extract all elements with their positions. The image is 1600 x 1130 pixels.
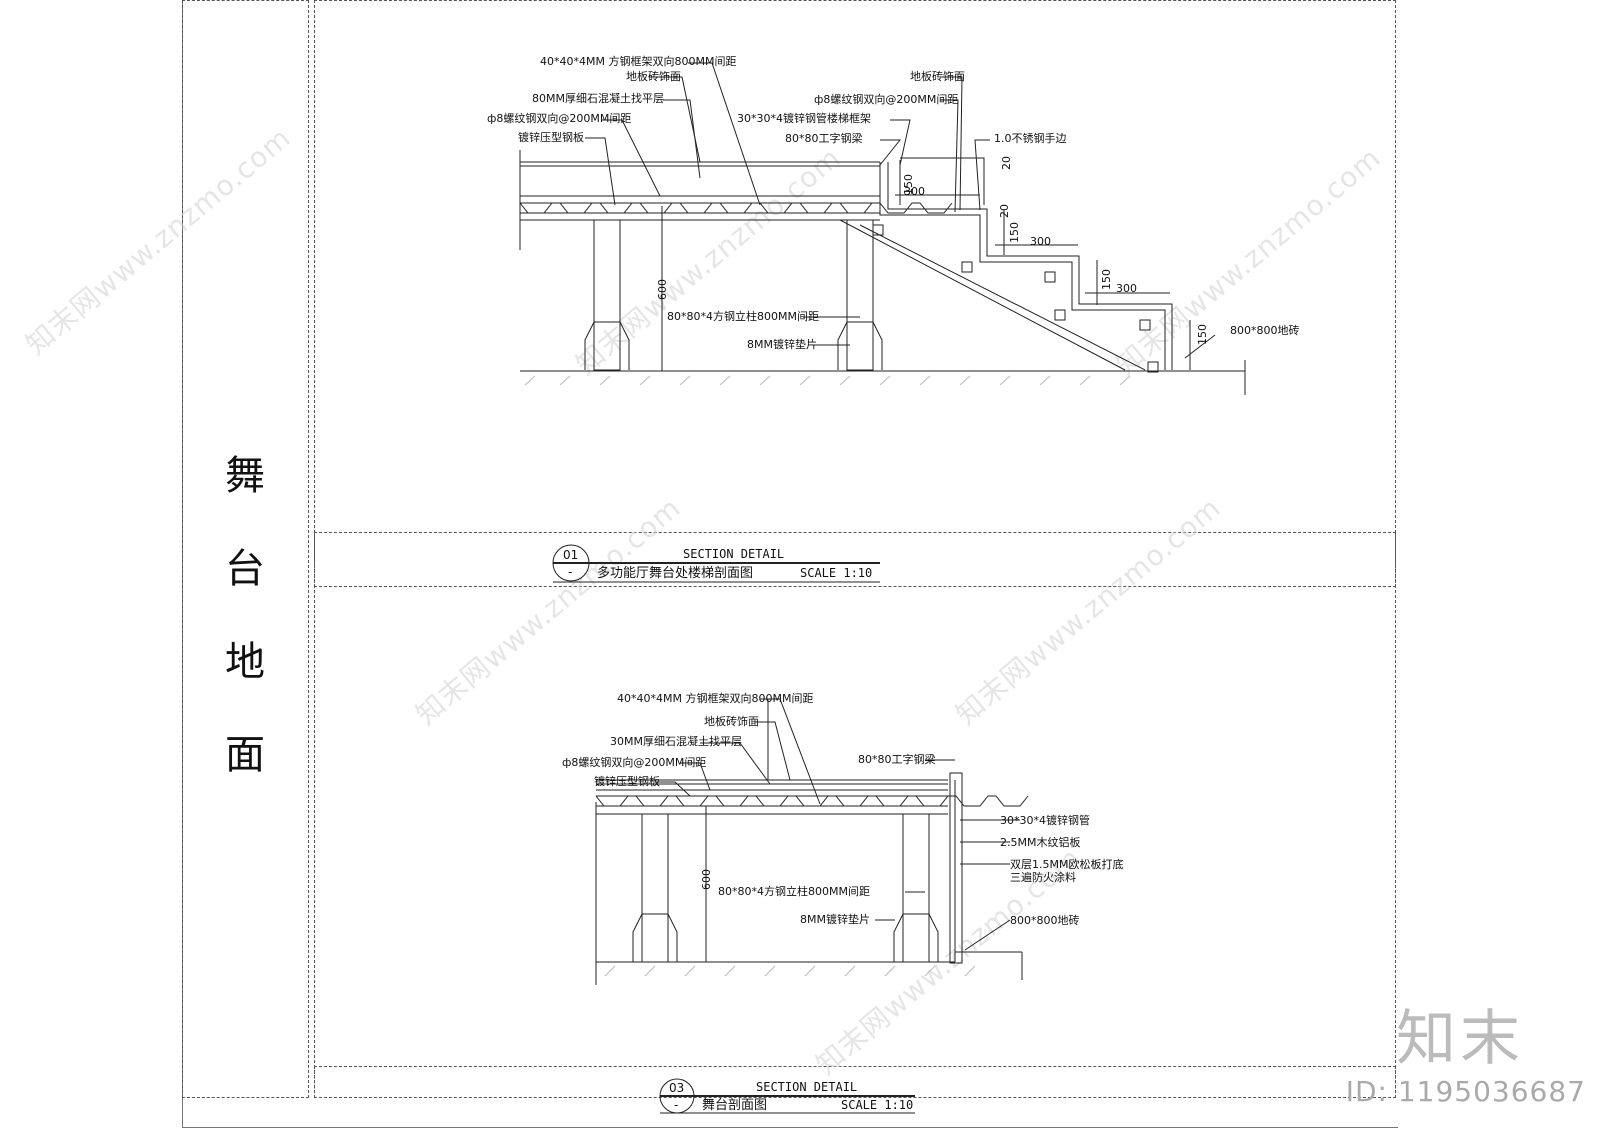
- callout-handrail-edge: 1.0不锈钢手边: [994, 131, 1067, 145]
- dim-150: 150: [1100, 269, 1113, 290]
- callout-deck-plate: 镀锌压型钢板: [518, 130, 584, 144]
- brand-id: ID: 1195036687: [1345, 1075, 1586, 1108]
- drawing-title-01: 01 - SECTION DETAIL 多功能厅舞台处楼梯剖面图 SCALE 1…: [552, 544, 880, 583]
- callout-steel-column: 80*80*4方钢立柱800MM间距: [667, 309, 819, 323]
- title-bar-1-frame: [314, 532, 1396, 587]
- drawing-title-03: 03 - SECTION DETAIL 舞台剖面图 SCALE 1:10: [659, 1078, 915, 1114]
- dim-20: 20: [998, 204, 1011, 218]
- brand-logo: 知末: [1396, 1004, 1524, 1074]
- callout-steel-column: 80*80*4方钢立柱800MM间距: [718, 884, 870, 898]
- dim-300: 300: [904, 185, 925, 198]
- stage-section-drawing: 40*40*4MM 方钢框架双向800MM间距 地板砖饰面 30MM厚细石混凝土…: [562, 691, 1123, 985]
- drawing-scale: SCALE 1:10: [841, 1098, 913, 1112]
- callout-i-beam: 80*80工字钢梁: [785, 131, 863, 145]
- title-bar-2-frame: [314, 1066, 1396, 1098]
- drawing-scale: SCALE 1:10: [800, 566, 872, 580]
- callout-fireproof-coating: 三遍防火涂料: [1010, 870, 1076, 884]
- dim-600: 600: [700, 869, 713, 890]
- callout-floor-tile-800: 800*800地砖: [1230, 323, 1300, 337]
- dim-150: 150: [1196, 324, 1209, 345]
- drawing-number: 01: [563, 548, 578, 562]
- side-title-char: 地: [225, 639, 265, 685]
- drawing-number: 03: [669, 1081, 684, 1095]
- callout-aluminium-panel: 2.5MM木纹铝板: [1000, 835, 1080, 849]
- drawing-name: 舞台剖面图: [702, 1098, 767, 1113]
- callout-floor-tile-right: 地板砖饰面: [910, 69, 965, 83]
- callout-concrete-layer: 30MM厚细石混凝土找平层: [610, 734, 742, 748]
- callout-rebar: ф8螺纹钢双向@200MM间距: [487, 111, 631, 125]
- dim-300: 300: [1030, 235, 1051, 248]
- side-title: 舞 台 地 面: [222, 430, 268, 802]
- side-title-char: 台: [225, 546, 265, 592]
- callout-shim: 8MM镀锌垫片: [800, 912, 870, 926]
- section-heading: SECTION DETAIL: [683, 547, 784, 561]
- dim-150: 150: [902, 174, 915, 195]
- callout-rebar-right: ф8螺纹钢双向@200MM间距: [814, 92, 958, 106]
- drawing-dash: -: [674, 1098, 678, 1112]
- drawing-name: 多功能厅舞台处楼梯剖面图: [597, 565, 753, 581]
- title-column-frame: [182, 0, 309, 1098]
- callout-floor-tile-800: 800*800地砖: [1010, 913, 1080, 927]
- dim-300: 300: [1116, 282, 1137, 295]
- callout-steel-frame: 40*40*4MM 方钢框架双向800MM间距: [540, 54, 736, 68]
- drawing-dash: -: [568, 565, 572, 579]
- dim-20: 20: [1000, 156, 1013, 170]
- callout-floor-tile: 地板砖饰面: [704, 714, 759, 728]
- side-title-char: 面: [225, 732, 265, 778]
- callout-steel-pipe: 30*30*4镀锌钢管: [1000, 813, 1090, 827]
- callout-shim: 8MM镀锌垫片: [747, 337, 817, 351]
- callout-floor-tile: 地板砖饰面: [626, 69, 681, 83]
- callout-concrete-layer: 80MM厚细石混凝土找平层: [532, 91, 664, 105]
- stair-section-drawing: 40*40*4MM 方钢框架双向800MM间距 地板砖饰面 80MM厚细石混凝土…: [487, 54, 1300, 395]
- callout-osb-board: 双层1.5MM欧松板打底: [1010, 857, 1123, 871]
- callout-steel-frame: 40*40*4MM 方钢框架双向800MM间距: [617, 691, 813, 705]
- callout-deck-plate: 镀锌压型钢板: [594, 774, 660, 788]
- callout-stair-frame: 30*30*4镀锌钢管楼梯框架: [737, 111, 871, 125]
- side-title-char: 舞: [225, 453, 265, 499]
- dim-150: 150: [1008, 222, 1021, 243]
- dim-600: 600: [656, 279, 669, 300]
- callout-rebar: ф8螺纹钢双向@200MM间距: [562, 755, 706, 769]
- section-heading: SECTION DETAIL: [756, 1080, 857, 1094]
- callout-i-beam: 80*80工字钢梁: [858, 752, 936, 766]
